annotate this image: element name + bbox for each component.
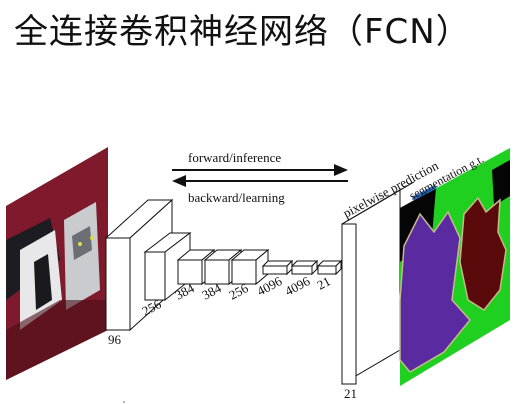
layer-label-4096-b: 4096 bbox=[282, 273, 312, 299]
layer-block-4096-a bbox=[261, 259, 294, 276]
layer-block-21 bbox=[316, 259, 343, 276]
forward-label: forward/inference bbox=[188, 150, 281, 165]
layer-block-256-b bbox=[230, 248, 270, 286]
input-photo bbox=[6, 147, 108, 380]
output-label-21: 21 bbox=[344, 386, 357, 401]
layer-label-96: 96 bbox=[108, 332, 122, 347]
segmentation-image bbox=[399, 148, 510, 386]
forward-arrow bbox=[172, 164, 348, 176]
stray-dot bbox=[123, 401, 125, 403]
backward-label: backward/learning bbox=[188, 190, 285, 205]
backward-arrow bbox=[172, 175, 348, 187]
layer-block-4096-b bbox=[290, 259, 319, 276]
layer-label-21: 21 bbox=[314, 273, 333, 292]
page-title: 全连接卷积神经网络（FCN） bbox=[14, 12, 471, 52]
